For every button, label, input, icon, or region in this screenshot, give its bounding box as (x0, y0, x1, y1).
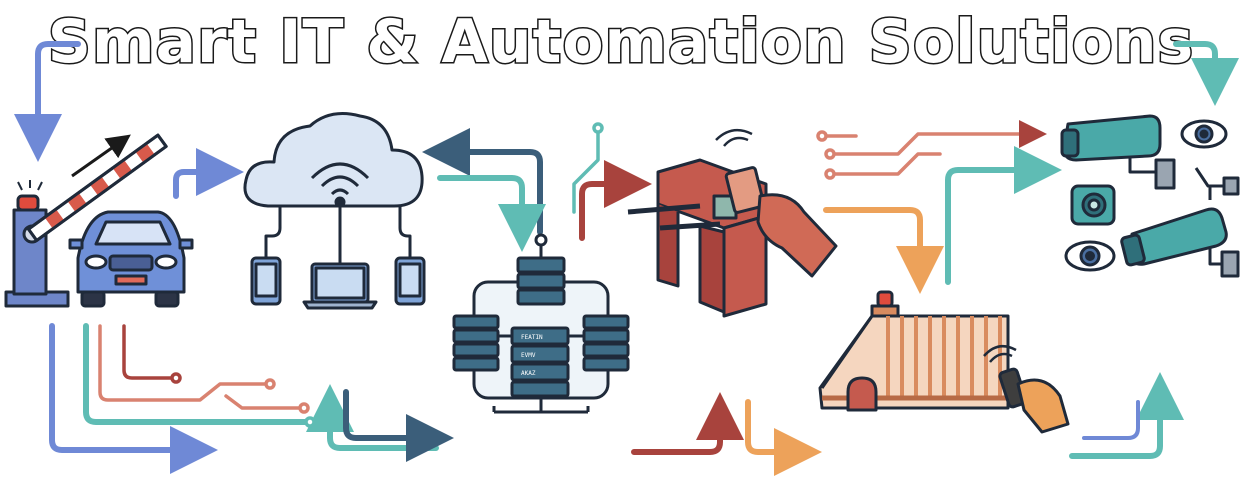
server-rack-icon (452, 233, 630, 414)
arrow-server-bottom-navy (343, 389, 454, 462)
arrow-cloud-from-server (422, 128, 543, 235)
arrow-up-to-server-teal (306, 384, 439, 451)
remote-gate-icon (818, 290, 1070, 434)
connector-arrows (14, 41, 1239, 476)
circuit-traces (98, 120, 1047, 428)
car-barrier-icon (4, 133, 194, 308)
arrow-gate-to-right-teal (1069, 372, 1184, 459)
arrow-title-to-barrier (14, 41, 81, 162)
cctv-surveillance-icon (1060, 114, 1240, 278)
arrow-gate-to-cctv (945, 146, 1062, 285)
arrow-server-to-turnstile (579, 160, 652, 241)
cloud-network-icon (243, 112, 426, 310)
server-label-2: EVMV (521, 352, 536, 359)
server-label-3: AKAZ (521, 370, 536, 377)
server-label-group: FEATIN EVMV AKAZ (521, 334, 543, 377)
server-label-1: FEATIN (521, 334, 543, 341)
arrow-car-to-cloud (173, 148, 244, 199)
arrow-turnstile-down-orange (745, 399, 822, 476)
arrow-barrier-bottom-teal (83, 323, 309, 425)
arrow-turnstile-to-gate (823, 207, 944, 294)
rfid-turnstile-icon (627, 128, 838, 318)
diagram-title: Smart IT & Automation Solutions (46, 6, 1195, 79)
arrow-gate-right-blue (1082, 400, 1140, 440)
arrow-cloud-to-server (437, 175, 546, 252)
arrow-barrier-bottom-left (49, 323, 218, 474)
arrow-server-to-gate-red (631, 392, 744, 455)
arrow-title-to-cctv (1173, 41, 1239, 106)
